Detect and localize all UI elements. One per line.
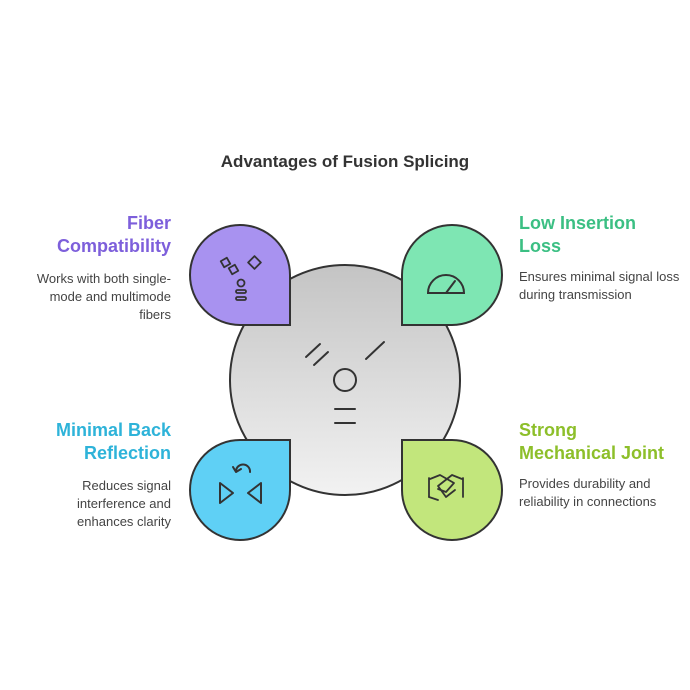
fiber-compatibility-petal [189,224,291,326]
strong-mechanical-joint-heading: Strong Mechanical Joint [519,420,665,463]
low-insertion-loss-description: Ensures minimal signal loss during trans… [519,269,680,302]
minimal-back-reflection-petal [189,439,291,541]
low-insertion-loss-heading: Low Insertion Loss [519,213,636,256]
fiber-compatibility-description: Works with both single-mode and multimod… [36,271,171,322]
handshake-icon [428,474,464,501]
fiber-compatibility-heading: Fiber Compatibility [56,213,171,256]
gauge-icon [426,274,466,294]
strong-mechanical-joint-petal [401,439,503,541]
diagram-title: Advantages of Fusion Splicing [220,152,470,171]
reflection-icon [219,463,262,504]
minimal-back-reflection-heading: Minimal Back Reflection [55,420,171,463]
splice-icon [305,341,385,424]
strong-mechanical-joint-description: Provides durability and reliability in c… [519,476,657,509]
fiber-connector-icon [219,255,262,301]
minimal-back-reflection-description: Reduces signal interference and enhances… [77,478,171,529]
